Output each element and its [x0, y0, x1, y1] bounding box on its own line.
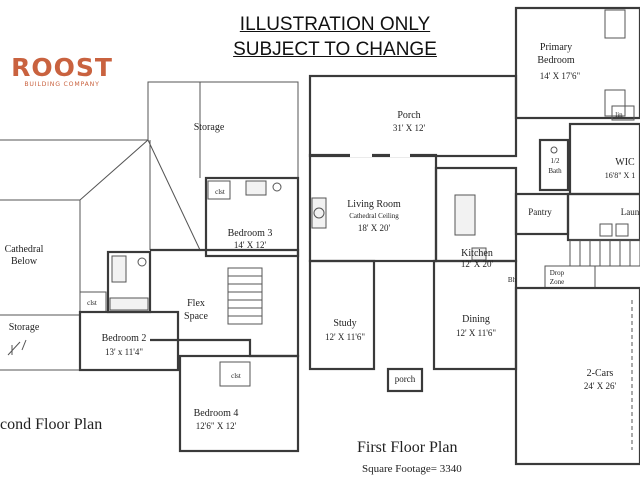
living-room-note: Cathedral Ceiling — [349, 212, 399, 220]
fireplace — [311, 197, 327, 229]
bedroom-3-label: Bedroom 3 — [228, 228, 273, 239]
porch-size: 31' X 12' — [393, 123, 426, 133]
toilet-fixture — [272, 182, 282, 192]
living-room-label: Living Room — [347, 199, 401, 210]
primary-bedroom-walls — [514, 6, 640, 120]
storage-top-label: Storage — [194, 122, 225, 133]
vanity-fixture — [109, 297, 149, 311]
second-floor-stairs — [227, 267, 263, 325]
storage-left-label: Storage — [9, 322, 40, 333]
pantry-label: Pantry — [528, 207, 552, 217]
bedroom-4-label: Bedroom 4 — [194, 408, 239, 419]
roof-hip-lines — [79, 139, 201, 251]
kitchen-island — [454, 194, 476, 236]
disclaimer-line-2: SUBJECT TO CHANGE — [233, 39, 437, 60]
bedroom-2-walls — [78, 310, 180, 372]
first-floor-stairs — [569, 239, 640, 267]
laundry-label: Laun — [621, 207, 640, 217]
disclaimer-header: ILLUSTRATION ONLY SUBJECT TO CHANGE — [215, 12, 455, 62]
porch-label: Porch — [397, 110, 420, 121]
toilet-fixture-2 — [137, 257, 147, 267]
tub-fixture — [111, 255, 127, 283]
second-floor-plan — [0, 81, 300, 453]
garage-size: 24' X 26' — [584, 381, 617, 391]
half-bath-label-2: Bath — [548, 167, 562, 175]
cathedral-label-1: Cathedral — [5, 244, 44, 255]
square-footage: Square Footage= 3340 — [362, 463, 462, 475]
first-floor-plan-title: First Floor Plan — [357, 439, 458, 456]
disclaimer-line-1: ILLUSTRATION ONLY — [239, 14, 431, 35]
bedroom-3-closet — [207, 180, 231, 200]
half-bath-toilet — [550, 146, 558, 154]
flex-label-2: Space — [184, 311, 208, 322]
second-floor-plan-title: cond Floor Plan — [0, 416, 103, 433]
bedroom-4-walls — [178, 354, 300, 453]
laundry-walls — [566, 192, 640, 242]
logo-wordmark: ROOST — [11, 53, 113, 82]
bedroom-3-walls — [204, 176, 300, 258]
half-bath-label-1: 1/2 — [551, 157, 560, 165]
storage-hatch — [7, 339, 27, 356]
dining-label: Dining — [462, 314, 490, 325]
bedroom-2-size: 13' x 11'4" — [105, 347, 143, 357]
bedroom-2-closet-label: clst — [87, 299, 97, 307]
living-room-size: 18' X 20' — [358, 223, 391, 233]
garage-walls — [514, 286, 640, 466]
flex-space-walls — [150, 248, 300, 358]
half-bath-walls — [538, 138, 570, 192]
bedroom-4-closet-label: clst — [231, 372, 241, 380]
primary-bath-fixture — [604, 9, 626, 39]
primary-bedroom-label-1: Primary — [540, 42, 572, 53]
bedroom-2-label: Bedroom 2 — [102, 333, 147, 344]
logo-tagline: BUILDING COMPANY — [24, 81, 100, 88]
bedroom-4-size: 12'6" X 12' — [196, 421, 237, 431]
small-porch-label: porch — [395, 374, 416, 384]
bedroom-4-closet — [219, 361, 251, 387]
washer — [599, 223, 613, 237]
drop-zone-label-1: Drop — [550, 269, 565, 277]
study-walls — [308, 259, 376, 371]
wic-label: WIC — [615, 157, 635, 168]
primary-bath-fixture-2 — [604, 89, 626, 117]
second-floor-labels: Storage Cathedral Below Storage clst Bed… — [5, 122, 273, 431]
flex-label-1: Flex — [187, 298, 205, 309]
bedroom-3-bath-fixture — [245, 180, 267, 196]
first-floor-plan — [308, 6, 640, 466]
wic-size: 16'8" X 1 — [605, 171, 635, 180]
dryer — [615, 223, 629, 237]
cathedral-label-2: Below — [11, 256, 38, 267]
kitchen-size: 12' X 20' — [461, 259, 494, 269]
bedroom-3-size: 14' X 12' — [234, 240, 267, 250]
linen-label: lin — [615, 111, 623, 119]
drop-zone-label-2: Zone — [550, 278, 564, 286]
garage-label: 2-Cars — [587, 368, 614, 379]
kitchen-label: Kitchen — [461, 248, 493, 259]
primary-bedroom-label-2: Bedroom — [537, 55, 574, 66]
fireplace-icon — [313, 207, 325, 219]
linen-closet — [611, 105, 635, 121]
study-size: 12' X 11'6" — [325, 332, 365, 342]
dining-size: 12' X 11'6" — [456, 328, 496, 338]
primary-bedroom-size: 14' X 17'6" — [540, 71, 581, 81]
study-label: Study — [333, 318, 356, 329]
first-floor-labels: Porch 31' X 12' Living Room Cathedral Ce… — [325, 42, 640, 391]
bedroom-3-closet-label: clst — [215, 188, 225, 196]
roost-logo: ROOST BUILDING COMPANY — [10, 53, 114, 89]
small-porch-walls — [386, 367, 424, 393]
bench-label: Bh — [508, 276, 517, 284]
roof-outline — [0, 81, 299, 345]
